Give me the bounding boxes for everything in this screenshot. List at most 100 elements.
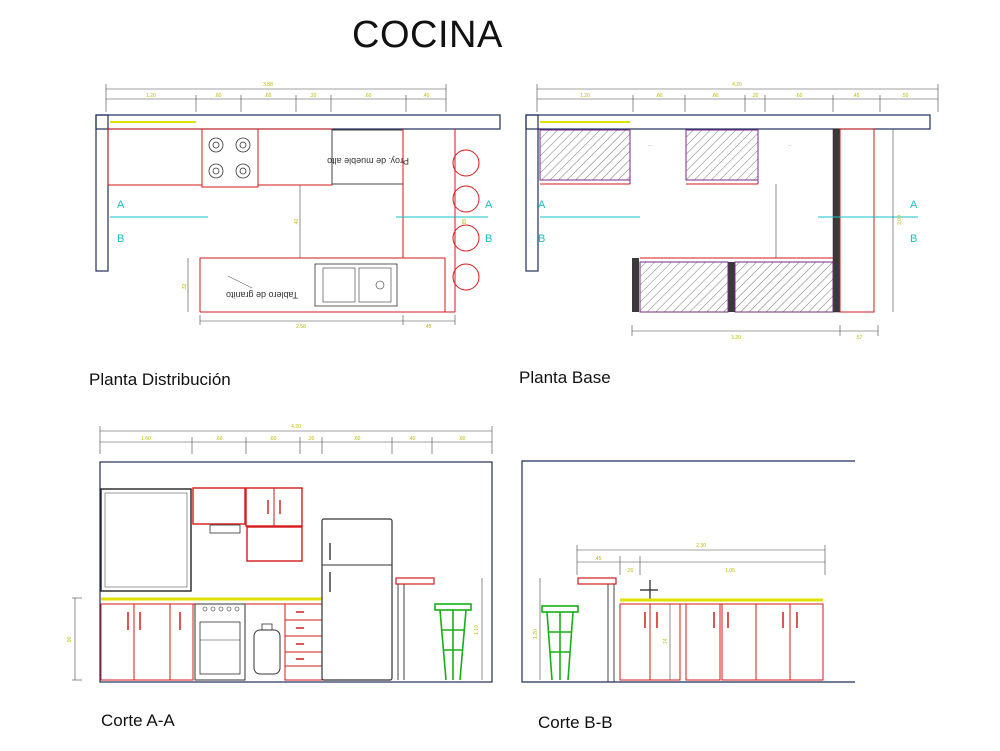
dim-label: 2.00 [897,215,903,225]
dim-label: 1.20 [146,93,156,99]
dim-label: .20 [310,93,317,99]
base-cabinet-hatched [639,261,729,313]
sink [314,263,398,307]
counter-mid [257,128,333,186]
dim-label: .60 [712,93,719,99]
dim-label: 1.10 [474,625,480,635]
caption-plan-base: Planta Base [519,368,611,387]
stove-burners [208,137,251,179]
dim-label: .60 [216,436,223,442]
wall-left [525,114,539,272]
bar-counter [839,128,875,313]
dim-label: 1.20 [580,93,590,99]
dim-label: .74 [663,638,669,645]
dim-label: .60 [459,436,466,442]
page-title: COCINA [352,14,503,56]
dim-label: .60 [265,93,272,99]
wall-top [525,114,931,130]
caption-section-bb: Corte B-B [538,713,613,732]
base-cabinet-hatched [685,129,759,181]
refrigerator [321,518,393,681]
gas-cylinder [253,629,281,675]
dim-label: .20 [627,568,634,574]
caption-section-aa: Corte A-A [101,711,175,730]
bar-counter [577,577,617,585]
base-cabinet [721,603,757,681]
dim-label: .45 [425,324,432,330]
dim-label: .60 [215,93,222,99]
dim-label: .40 [423,93,430,99]
section-mark: A [910,199,918,211]
svg-text:...: ... [788,142,791,147]
base-cabinet [789,603,824,681]
caption-plan-distribution: Planta Distribución [89,370,231,389]
counter-bottom [199,257,403,312]
section-aa-total-dim: 4.20 [291,424,301,430]
stool-elevation [541,605,579,681]
note-countertop: Tablero de granito [226,290,298,300]
section-mark: A [538,199,546,211]
base-cabinet [685,603,721,681]
column [632,258,639,312]
dim-label: .50 [902,93,909,99]
dim-label: 1.05 [725,568,735,574]
dim-label: .40 [294,218,300,225]
upper-cabinet [192,487,246,525]
column [832,128,841,313]
base-cabinet-hatched [734,261,834,313]
base-cabinet [755,603,791,681]
counter-left [107,128,203,186]
dim-label: .40 [409,436,416,442]
dim-label: .60 [270,436,277,442]
dim-label: .20 [308,436,315,442]
dim-label: .20 [752,93,759,99]
stove-elevation [194,603,246,681]
wall-panel [100,488,192,592]
dim-label: .45 [853,93,860,99]
dim-label: .60 [796,93,803,99]
column [728,262,735,312]
room-outline [99,461,493,683]
section-mark: A [485,199,493,211]
section-mark: B [117,233,124,245]
dim-label: 3.20 [731,335,741,341]
dim-label: .60 [354,436,361,442]
base-cabinet-hatched [539,129,631,181]
plan-base: 4.20 1.20 .60 .60 .20 .60 .45 .50 ... ..… [525,82,939,341]
dim-label: 1.60 [141,436,151,442]
note-upper-cabinet: Proy. de mueble alto [327,156,409,166]
stove [201,128,259,188]
upper-cabinet [246,526,303,562]
bar-counter [395,577,435,585]
dim-label: 1.20 [533,629,539,639]
room-outline [521,460,855,683]
range-hood [209,524,241,534]
section-mark: A [117,199,125,211]
stool-elevation [434,603,472,681]
stools-plan [452,149,480,291]
section-mark: B [910,233,917,245]
dim-label: .57 [856,335,863,341]
section-mark: B [485,233,492,245]
dim-label: 2.58 [296,324,306,330]
plan-base-notes: ... ... [648,142,791,147]
dim-label: .45 [595,556,602,562]
base-cabinet [100,603,194,681]
section-aa: 4.20 1.60 .60 .60 .20 .60 .40 .60 [67,424,493,683]
drawer-unit [284,603,323,681]
faucet [630,580,672,601]
dim-label: .60 [656,93,663,99]
section-mark: B [538,233,545,245]
plan-distribution-total-dim: 3.88 [263,82,273,88]
counter-return [402,129,446,312]
wall-left [95,114,109,272]
dim-label: .90 [67,636,73,643]
plan-base-total-dim: 4.20 [732,82,742,88]
plan-distribution: 3.88 1.20 .60 .60 .20 .60 .40 Proy. de m… [95,82,501,330]
svg-text:...: ... [648,142,651,147]
dim-label: .60 [365,93,372,99]
dim-label: .85 [462,218,468,225]
section-bb: 2.30 .45 .20 1.05 [521,460,855,683]
plan-distribution-dimensions [105,84,447,112]
